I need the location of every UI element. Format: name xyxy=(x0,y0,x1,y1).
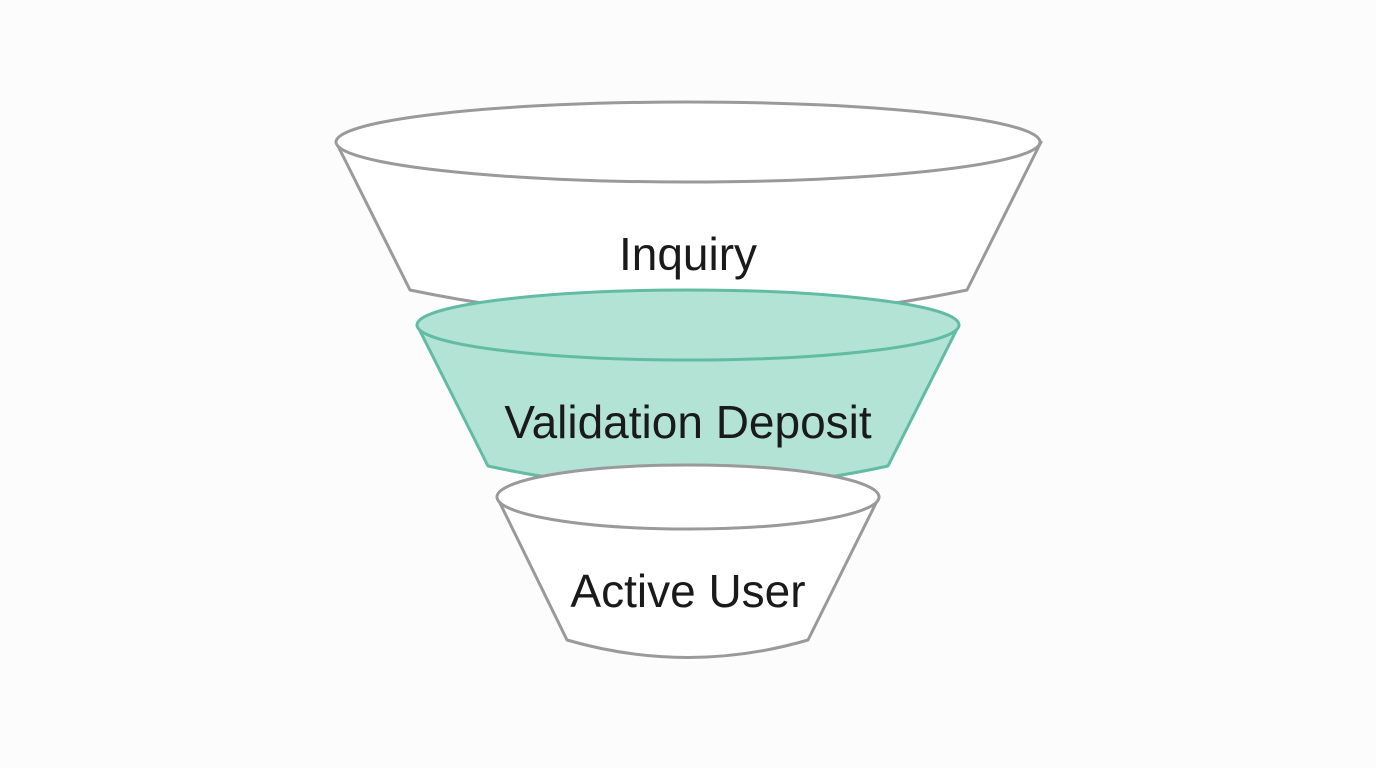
funnel-stage-validation-deposit: Validation Deposit xyxy=(415,288,961,490)
funnel-stage-validation-deposit-rim xyxy=(415,288,961,362)
funnel-stage-inquiry-rim xyxy=(334,100,1042,184)
funnel-stage-inquiry: Inquiry xyxy=(334,100,1043,321)
funnel-stage-validation-deposit-label: Validation Deposit xyxy=(504,396,872,448)
funnel-stage-active-user-rim xyxy=(495,463,881,531)
funnel-stage-active-user-label: Active User xyxy=(570,565,805,617)
funnel-stage-active-user: Active User xyxy=(495,463,881,659)
funnel-stage-inquiry-label: Inquiry xyxy=(619,228,757,280)
funnel-stage-active-user-body xyxy=(495,495,881,659)
